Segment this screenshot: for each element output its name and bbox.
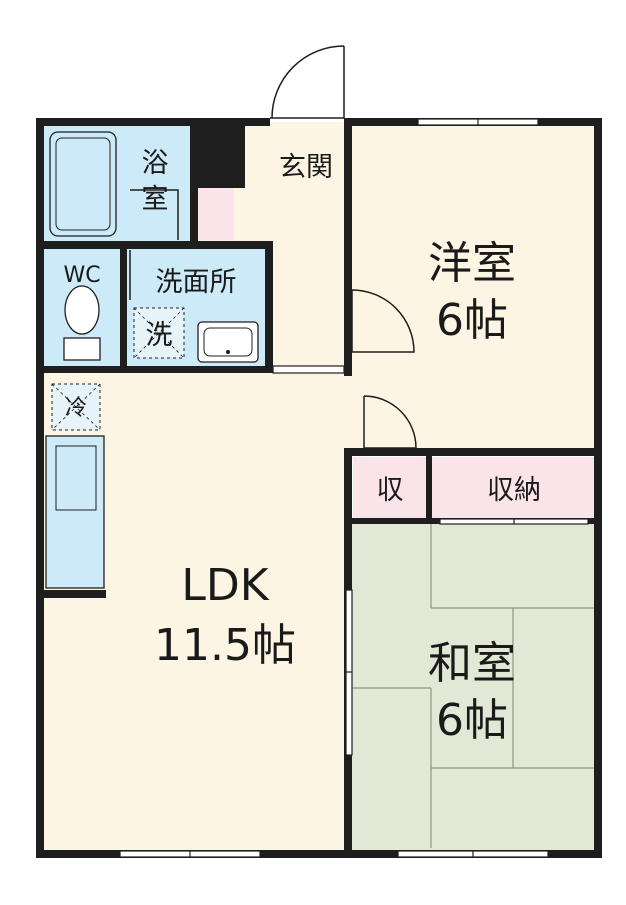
western-room-name: 洋室 — [428, 238, 516, 289]
closet-floor — [432, 457, 596, 521]
bath-label-line1: 浴 — [142, 148, 169, 179]
closet-small-floor — [353, 457, 427, 521]
tatami-lines — [352, 524, 596, 848]
kitchen-counter — [45, 435, 105, 589]
toilet-bowl — [64, 285, 100, 335]
windows — [119, 118, 589, 858]
japanese-room-floor — [350, 522, 598, 850]
closet-small-label: 収 — [377, 475, 404, 506]
western-room-door — [351, 289, 415, 353]
doors — [129, 45, 417, 449]
washbasin — [197, 321, 259, 363]
wc-label: WC — [63, 263, 100, 288]
ldk-name: LDK — [181, 560, 269, 611]
toilet-tank — [63, 337, 101, 361]
closet-small-door — [363, 395, 417, 449]
bathtub — [49, 131, 117, 237]
bath-label-line2: 室 — [142, 184, 169, 215]
closet-label: 収納 — [487, 475, 541, 506]
bath-door — [130, 189, 179, 240]
japanese-room-size: 6帖 — [436, 695, 508, 746]
western-room-floor — [350, 122, 598, 452]
washroom-label: 洗面所 — [156, 267, 237, 298]
japanese-room-name: 和室 — [428, 638, 516, 689]
washer-label: 洗 — [146, 320, 173, 351]
western-room-size: 6帖 — [436, 295, 508, 346]
hall-opening — [272, 365, 345, 374]
room-labels: 洋室 6帖 和室 6帖 LDK 11.5帖 浴 室 WC 洗面所 玄関 収 収納… — [63, 148, 541, 746]
washer-space — [133, 307, 185, 359]
entrance-label: 玄関 — [279, 152, 333, 183]
ldk-size: 11.5帖 — [154, 620, 296, 671]
fixtures — [45, 131, 259, 589]
kitchen-sink — [55, 445, 97, 511]
shoe-storage — [196, 188, 234, 240]
entrance-door — [270, 45, 345, 119]
entrance-floor — [268, 122, 348, 206]
fridge-label: 冷 — [65, 396, 87, 421]
